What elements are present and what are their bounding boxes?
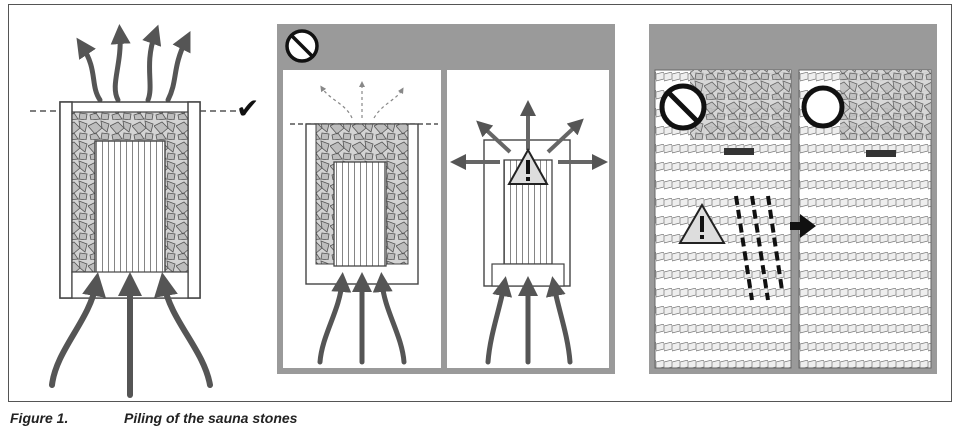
overfilled-stones-illustration [290, 81, 438, 365]
prohibited-icon [659, 83, 707, 131]
no-stones-illustration [450, 100, 608, 365]
sensor-label-left [724, 148, 754, 155]
warning-icon [678, 203, 726, 244]
allowed-circle-icon [801, 85, 845, 129]
figure-label: Figure 1. [10, 410, 69, 426]
arrow-right-icon [790, 214, 816, 238]
figure-title: Piling of the sauna stones [124, 410, 298, 426]
sensor-panel [649, 24, 937, 374]
incorrect-piling-panel [277, 24, 615, 374]
figure-frame [8, 4, 952, 402]
hot-air-out-arrows [76, 24, 191, 103]
check-mark-icon: ✔ [236, 92, 259, 125]
heating-element [94, 140, 166, 274]
air-in-arrows [49, 272, 213, 398]
correct-piling-illustration: ✔ [30, 24, 259, 398]
figure-caption: Figure 1. Piling of the sauna stones [10, 410, 297, 426]
warning-icon [507, 147, 549, 185]
prohibited-icon [285, 29, 319, 63]
sensor-label-right [866, 150, 896, 157]
